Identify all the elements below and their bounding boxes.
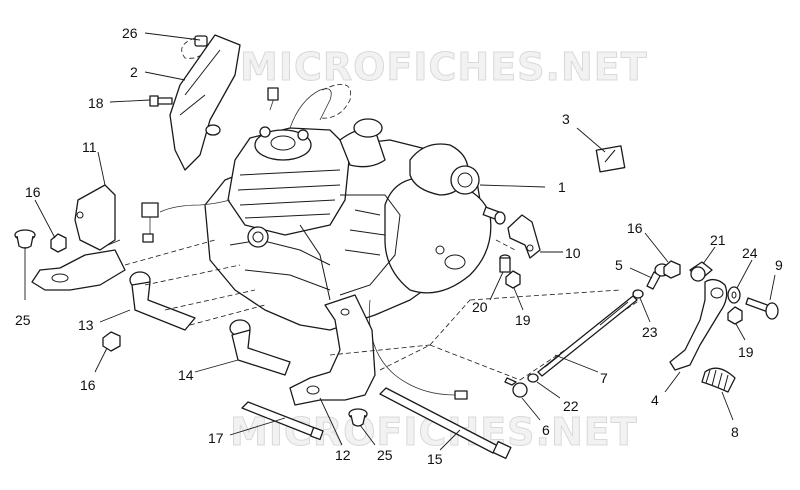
callout-4: 4 (651, 392, 659, 408)
part-6-ball-joint (504, 377, 528, 398)
callout-25-left: 25 (15, 312, 31, 328)
shaft-end-bolt (482, 206, 506, 225)
callout-16-right: 16 (627, 220, 643, 236)
part-18-bolt (149, 95, 173, 107)
part-4-gear-lever (669, 278, 728, 371)
callout-22: 22 (563, 398, 579, 414)
callout-18: 18 (88, 95, 104, 111)
part-19-nut-a (505, 270, 521, 289)
part-16-nut-c (663, 260, 681, 279)
engine-assembly (181, 37, 492, 400)
callout-26: 26 (122, 25, 138, 41)
part-7-shift-rod (537, 295, 638, 377)
callout-11: 11 (82, 139, 97, 155)
callout-8: 8 (731, 424, 739, 440)
part-12-frame-bracket (289, 294, 376, 406)
watermark-top: MICROFICHES.NET (240, 45, 648, 89)
callout-2: 2 (130, 64, 138, 80)
wire-harness-left (141, 199, 231, 243)
callout-23: 23 (642, 324, 658, 340)
callout-12: 12 (335, 447, 351, 463)
callout-20: 20 (472, 299, 488, 315)
callout-16-left: 16 (25, 184, 41, 200)
part-15-long-bolt (379, 387, 512, 460)
part-14-engine-mount-arm (229, 319, 291, 376)
callout-25-lower: 25 (377, 447, 393, 463)
callout-19-right: 19 (738, 344, 754, 360)
callout-21: 21 (710, 232, 726, 248)
part-16-nut-a (50, 233, 67, 253)
part-19-nut-b (727, 306, 743, 325)
part-20-pin (499, 254, 511, 273)
part-8-pedal-rubber (701, 367, 736, 393)
part-11-bracket (31, 184, 126, 291)
callout-10: 10 (565, 245, 581, 261)
callout-1: 1 (558, 179, 566, 195)
callout-17: 17 (208, 430, 224, 446)
callout-7: 7 (600, 370, 608, 386)
callout-3: 3 (562, 111, 570, 127)
part-21-bushing (689, 261, 713, 282)
callout-24: 24 (742, 245, 758, 261)
part-9-bolt (745, 297, 779, 320)
part-24-washer (727, 286, 741, 304)
part-26-nut (194, 35, 208, 47)
callout-13: 13 (78, 317, 94, 333)
part-3-decal (595, 145, 626, 173)
part-25-bushing-b (348, 408, 368, 427)
leader-lines (24, 32, 776, 451)
callout-19-mid: 19 (515, 312, 531, 328)
callout-16-lower: 16 (80, 377, 96, 393)
part-23-nut (632, 289, 644, 299)
part-10-bracket (507, 214, 541, 259)
callout-14: 14 (178, 367, 194, 383)
callout-labels: 26 2 18 3 1 11 16 25 13 16 14 17 12 25 1… (15, 25, 783, 467)
part-13-engine-mount-arm (129, 271, 196, 331)
part-2-flywheel-cover (169, 34, 241, 171)
part-16-nut-b (102, 331, 121, 352)
callout-15: 15 (427, 451, 443, 467)
callout-6: 6 (542, 422, 550, 438)
callout-5: 5 (615, 257, 623, 273)
part-25-bushing-a (14, 229, 36, 249)
callout-9: 9 (775, 257, 783, 273)
part-22-nut (527, 373, 539, 383)
